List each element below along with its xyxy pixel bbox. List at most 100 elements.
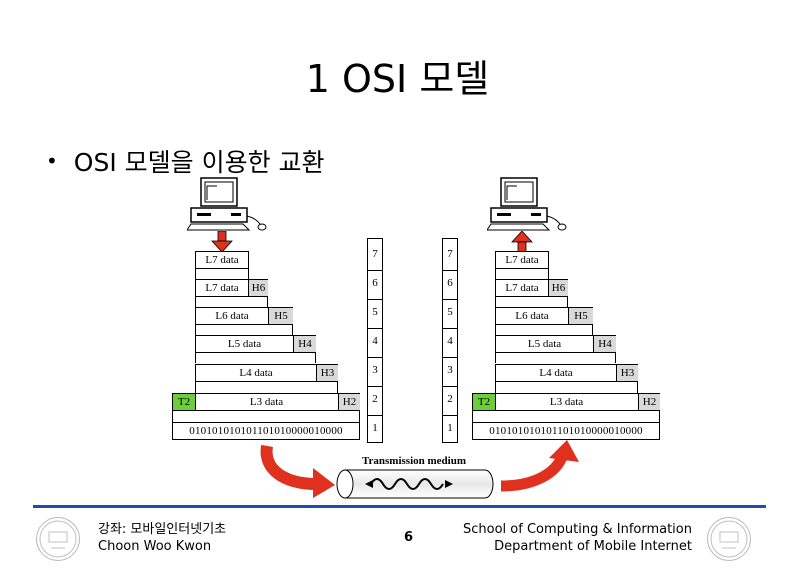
left-h4-header: H4 xyxy=(293,336,316,352)
footer-course: 강좌: 모바일인터넷기초 Choon Woo Kwon xyxy=(98,521,226,555)
transmission-medium-icon xyxy=(335,468,495,500)
left-h6-header: H6 xyxy=(248,280,268,296)
left-guide-line xyxy=(195,382,196,393)
layer-label: 1 xyxy=(368,422,382,434)
right-guide-line xyxy=(495,325,496,335)
up-arrow-icon xyxy=(511,231,533,253)
left-guide-line xyxy=(195,325,196,335)
computer-icon xyxy=(187,176,267,232)
curved-arrow-icon xyxy=(255,440,337,500)
right-l5-unit: L6 data H5 xyxy=(495,307,593,325)
layer-divider xyxy=(368,357,382,358)
bullet-text: OSI 모델을 이용한 교환 xyxy=(74,143,325,179)
right-guide-line xyxy=(659,411,660,422)
left-guide-line xyxy=(337,382,338,393)
transmission-medium-label: Transmission medium xyxy=(362,455,466,467)
layer-label: 1 xyxy=(443,422,457,434)
right-guide-line xyxy=(495,297,496,307)
layer-divider xyxy=(368,328,382,329)
right-layer-column: 7 6 5 4 3 2 1 xyxy=(442,238,458,443)
right-h5-header: H5 xyxy=(568,308,593,324)
layer-divider xyxy=(368,386,382,387)
layer-label: 2 xyxy=(368,393,382,405)
right-bit-stream: 010101010101101010000010000 xyxy=(473,423,659,439)
left-guide-line xyxy=(292,325,293,335)
footer-divider xyxy=(33,505,766,508)
university-seal-icon xyxy=(707,517,751,561)
layer-label: 5 xyxy=(443,306,457,318)
layer-label: 7 xyxy=(368,248,382,260)
layer-divider xyxy=(443,270,457,271)
page-number: 6 xyxy=(404,530,413,545)
layer-label: 4 xyxy=(368,335,382,347)
slide-title: 1 OSI 모델 xyxy=(0,48,795,103)
layer-divider xyxy=(368,415,382,416)
layer-label: 2 xyxy=(443,393,457,405)
left-l4-data: L4 data xyxy=(196,365,316,381)
right-guide-line xyxy=(637,382,638,393)
bullet-item: • OSI 모델을 이용한 교환 xyxy=(46,143,325,179)
right-guide-line xyxy=(592,325,593,335)
right-l5-data: L5 data xyxy=(496,336,593,352)
right-h3-header: H3 xyxy=(616,365,638,381)
right-l4-unit: L5 data H4 xyxy=(495,335,616,353)
right-l2-unit: T2 L3 data H2 xyxy=(472,393,660,411)
footer-school: School of Computing & Information Depart… xyxy=(452,521,692,555)
right-l7h-data: L7 data xyxy=(496,280,548,296)
left-bit-stream: 010101010101101010000010000 xyxy=(173,423,359,439)
footer-course-name: 강좌: 모바일인터넷기초 xyxy=(98,521,226,538)
layer-divider xyxy=(443,299,457,300)
left-guide-line xyxy=(195,297,196,307)
footer-department: Department of Mobile Internet xyxy=(452,538,692,555)
layer-divider xyxy=(443,415,457,416)
left-bits-unit: 010101010101101010000010000 xyxy=(172,422,360,440)
left-guide-line xyxy=(315,353,316,363)
layer-divider xyxy=(443,357,457,358)
right-t2-trailer: T2 xyxy=(473,394,496,410)
footer-school-name: School of Computing & Information xyxy=(452,521,692,538)
left-h5-header: H5 xyxy=(268,308,293,324)
left-l2-unit: T2 L3 data H2 xyxy=(172,393,360,411)
left-l3-data: L3 data xyxy=(195,394,338,410)
right-l3-data: L3 data xyxy=(495,394,638,410)
right-l6-unit: L7 data H6 xyxy=(495,279,568,297)
right-l3-unit: L4 data H3 xyxy=(495,364,638,382)
left-t2-trailer: T2 xyxy=(173,394,196,410)
left-l7-data: L7 data xyxy=(196,252,248,268)
left-h3-header: H3 xyxy=(316,365,338,381)
left-guide-line xyxy=(248,269,249,279)
right-h2-header: H2 xyxy=(638,394,660,410)
left-l7-unit: L7 data xyxy=(195,251,249,269)
layer-label: 7 xyxy=(443,248,457,260)
university-seal-icon xyxy=(36,517,80,561)
left-guide-line xyxy=(359,411,360,422)
right-guide-line xyxy=(495,353,496,363)
right-l6-data: L6 data xyxy=(496,308,568,324)
right-guide-line xyxy=(548,269,549,279)
right-l7-data: L7 data xyxy=(496,252,548,268)
right-guide-line xyxy=(472,411,473,422)
left-guide-line xyxy=(195,269,196,279)
bullet-dot-icon: • xyxy=(46,149,58,173)
layer-divider xyxy=(443,328,457,329)
computer-icon xyxy=(487,176,567,232)
layer-label: 3 xyxy=(368,364,382,376)
left-l3-unit: L4 data H3 xyxy=(195,364,338,382)
left-l7h-data: L7 data xyxy=(196,280,248,296)
layer-label: 3 xyxy=(443,364,457,376)
left-h2-header: H2 xyxy=(338,394,360,410)
left-l6-data: L6 data xyxy=(196,308,268,324)
right-bits-unit: 010101010101101010000010000 xyxy=(472,422,660,440)
layer-label: 6 xyxy=(443,277,457,289)
layer-divider xyxy=(368,270,382,271)
right-guide-line xyxy=(615,353,616,363)
footer-author: Choon Woo Kwon xyxy=(98,538,226,555)
curved-arrow-icon xyxy=(497,440,583,500)
left-layer-column: 7 6 5 4 3 2 1 xyxy=(367,238,383,443)
right-l7-unit: L7 data xyxy=(495,251,549,269)
layer-label: 4 xyxy=(443,335,457,347)
layer-divider xyxy=(368,299,382,300)
layer-label: 5 xyxy=(368,306,382,318)
left-l6-unit: L7 data H6 xyxy=(195,279,268,297)
left-l4-unit: L5 data H4 xyxy=(195,335,316,353)
